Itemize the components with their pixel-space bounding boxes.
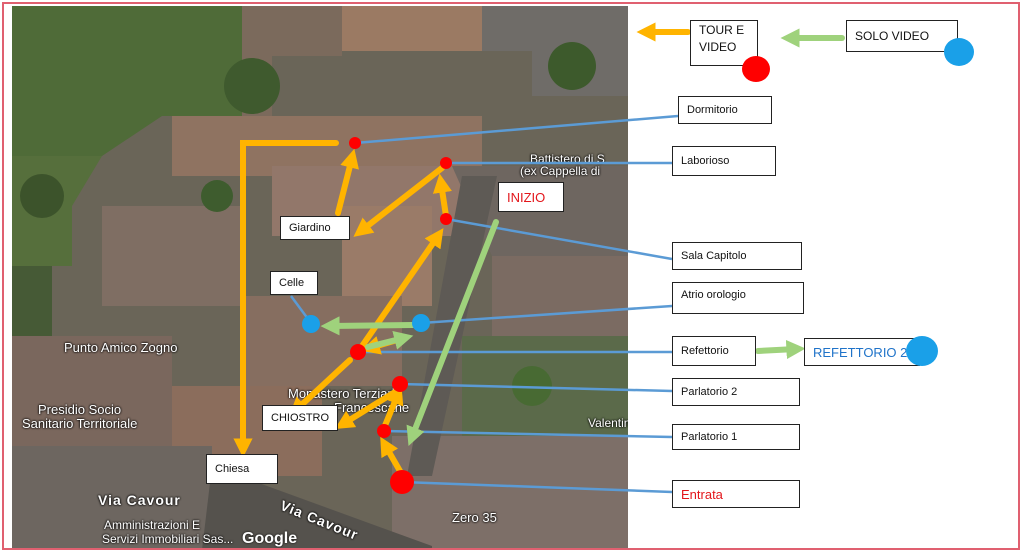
label-parlatorio-2: Parlatorio 2	[672, 378, 800, 406]
connector-sala-capitolo	[445, 217, 673, 261]
label-giardino: Giardino	[280, 216, 350, 240]
stop-dormitorio-dot[interactable]	[349, 137, 361, 149]
arrow-inizio-parlatorio	[406, 219, 499, 446]
arrow-to-atrio	[365, 331, 414, 350]
arrow-refettorio-2	[755, 339, 806, 360]
map-label-presidio-2: Sanitario Territoriale	[22, 416, 138, 431]
label-celle: Celle	[270, 271, 318, 295]
label-dormitorio: Dormitorio	[678, 96, 772, 124]
map-label-via-cavour: Via Cavour	[98, 492, 181, 508]
stop-entrata-dot[interactable]	[390, 470, 414, 494]
label-laborioso: Laborioso	[672, 146, 776, 176]
arrow-laborioso-giardino	[353, 165, 445, 237]
label-inizio: INIZIO	[498, 182, 564, 212]
map-label-zero35: Zero 35	[452, 510, 497, 525]
stop-parlatorio-1-dot[interactable]	[377, 424, 391, 438]
label-entrata: Entrata	[672, 480, 800, 508]
map-label-presidio: Presidio Socio	[38, 402, 122, 417]
connector-dormitorio	[354, 114, 679, 145]
map-label-amministrazioni: Amministrazioni E	[104, 518, 201, 532]
connector-entrata	[401, 480, 673, 494]
stop-parlatorio-2-dot[interactable]	[392, 376, 408, 392]
arrow-refettorio-sala	[355, 228, 444, 355]
arrow-giardino-dormitorio	[335, 148, 359, 216]
map-label-battistero-2: (ex Cappella di	[520, 164, 601, 178]
map-label-punto-amico: Punto Amico Zogno	[64, 340, 178, 355]
label-atrio-orologio: Atrio orologio	[672, 282, 804, 314]
connector-parlatorio-1	[383, 429, 673, 439]
stop-refettorio-dot[interactable]	[350, 344, 366, 360]
legend-blue-dot	[944, 38, 974, 66]
label-sala-capitolo: Sala Capitolo	[672, 242, 802, 270]
arrow-atrio-celle	[320, 316, 416, 336]
stop-sala-capitolo-dot[interactable]	[440, 213, 452, 225]
arrow-parlatorio1-parlatorio2	[381, 385, 404, 431]
map-label-valentin: Valentin	[588, 416, 628, 430]
arrow-to-chiostro	[334, 389, 398, 430]
arrow-sala-laborioso	[432, 173, 452, 219]
label-refettorio-2: REFETTORIO 2	[804, 338, 920, 366]
stop-laborioso-dot[interactable]	[440, 157, 452, 169]
legend-red-dot	[742, 56, 770, 82]
label-parlatorio-1: Parlatorio 1	[672, 424, 800, 450]
arrow-refettorio-chiostro	[288, 357, 353, 417]
google-logo: Google	[242, 530, 298, 547]
connector-parlatorio-2	[399, 382, 673, 393]
stop-celle-dot[interactable]	[302, 315, 320, 333]
label-chiesa: Chiesa	[206, 454, 278, 484]
stop-atrio-dot[interactable]	[412, 314, 430, 332]
label-refettorio: Refettorio	[672, 336, 756, 366]
label-chiostro: CHIOSTRO	[262, 405, 338, 431]
legend-solo-video: SOLO VIDEO	[846, 20, 958, 52]
connector-atrio	[420, 304, 673, 325]
arrow-dormitorio-chiesa	[233, 140, 339, 458]
refettorio-2-dot[interactable]	[906, 336, 938, 366]
legend-tour-e-video: TOUR E VIDEO	[690, 20, 758, 66]
map-label-amministrazioni-2: Servizi Immobiliari Sas...	[102, 532, 234, 546]
